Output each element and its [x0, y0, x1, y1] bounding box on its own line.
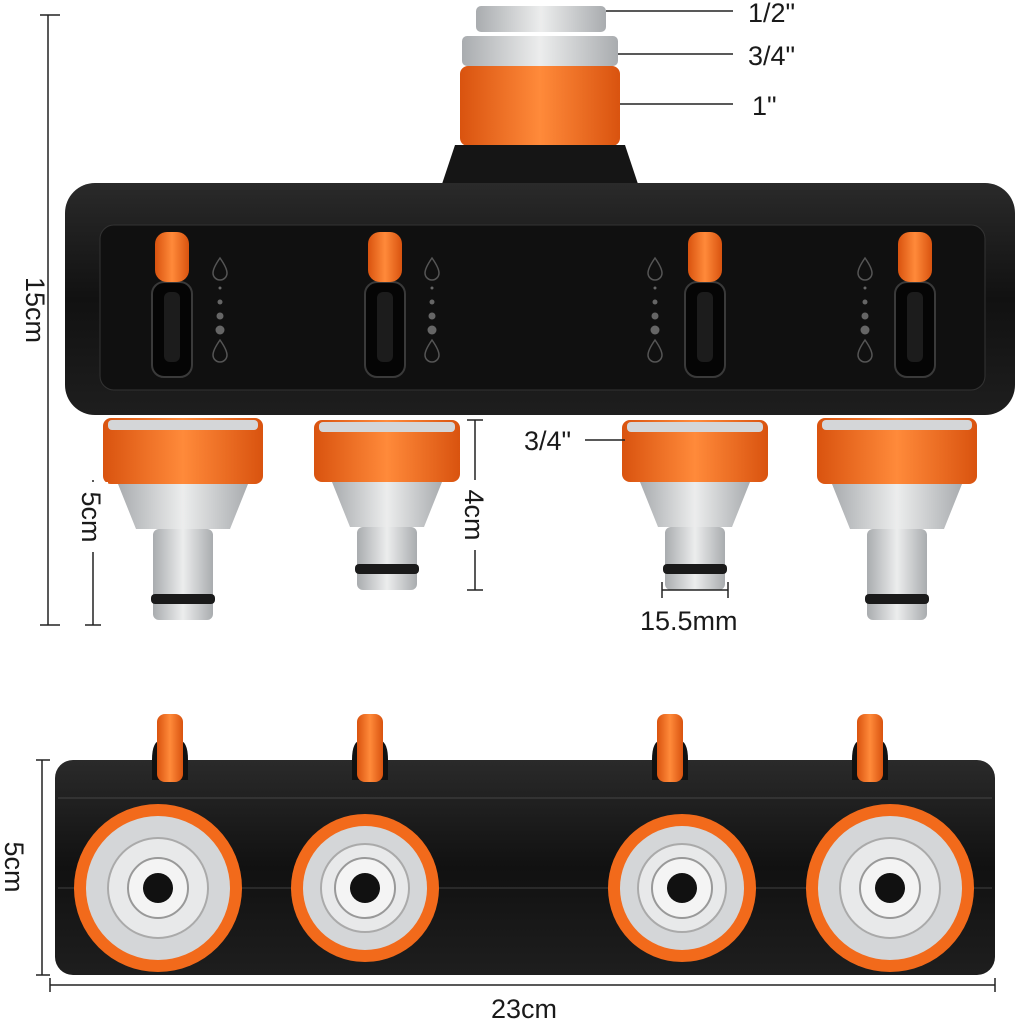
outlet-4	[817, 418, 977, 620]
outlet-nipple	[153, 529, 213, 620]
flow-dot-icon	[216, 312, 224, 320]
outlet-2	[314, 420, 460, 590]
outlet-front-3	[608, 814, 756, 962]
three-quarter-inch-ring	[462, 36, 618, 66]
flow-dot-icon	[862, 299, 868, 305]
valve-4[interactable]	[857, 232, 936, 378]
outlet-orange-ring	[622, 420, 768, 482]
bottom-view	[55, 714, 995, 975]
outlet-grey-body	[640, 482, 750, 527]
outlet-3	[622, 420, 768, 590]
flow-dot-icon	[863, 286, 867, 290]
label-outlet-large-height: 5cm	[76, 491, 106, 542]
label-body-depth: 5cm	[0, 841, 29, 892]
valve-knob	[688, 232, 722, 282]
outlet-orange-ring	[314, 420, 460, 482]
label-body-width: 23cm	[491, 994, 557, 1024]
flow-dot-icon	[430, 286, 434, 290]
valve-3[interactable]	[647, 232, 726, 378]
label-three-quarter-inch: 3/4"	[748, 41, 795, 71]
water-drop-icon	[647, 338, 663, 363]
inlet-neck	[440, 145, 640, 190]
one-inch-ring	[460, 66, 620, 146]
flow-dot-icon	[861, 312, 869, 320]
water-drop-icon	[212, 338, 228, 363]
flow-dot-icon	[218, 286, 222, 290]
water-drop-icon	[424, 338, 440, 363]
outlet-grey-rim	[822, 420, 972, 430]
outlets	[103, 418, 977, 620]
flow-dot-icon	[860, 325, 870, 335]
water-off-icon	[857, 256, 873, 281]
outlet-grey-body	[832, 484, 962, 529]
valve-track	[697, 292, 713, 362]
outlet-grey-body	[332, 482, 442, 527]
outlet-grey-rim	[319, 422, 455, 432]
valve-1[interactable]	[151, 232, 228, 378]
outlet-grey-body	[118, 484, 248, 529]
label-half-inch: 1/2"	[748, 0, 795, 28]
water-off-icon	[212, 256, 228, 281]
outlet-front-1	[74, 804, 242, 972]
dimension-nipple-diameter	[661, 582, 729, 598]
outlet-front-2	[291, 814, 439, 962]
valve-panel	[99, 224, 986, 391]
valve-2[interactable]	[364, 232, 440, 378]
label-nipple-diameter: 15.5mm	[640, 606, 738, 636]
body-front	[55, 760, 995, 975]
label-one-inch: 1"	[752, 91, 777, 121]
outlet-o-ring	[355, 564, 419, 574]
valve-knob	[898, 232, 932, 282]
valve-knob-top	[357, 714, 383, 782]
flow-dot-icon	[428, 312, 436, 320]
valve-track	[164, 292, 180, 362]
dimension-total-height	[40, 14, 60, 626]
outlet-orange-ring	[817, 418, 977, 484]
dimension-body-depth	[2, 759, 50, 976]
valve-track	[377, 292, 393, 362]
flow-dot-icon	[217, 299, 223, 305]
outlet-grey-rim	[627, 422, 763, 432]
outlet-1	[103, 418, 263, 620]
outlet-nipple	[665, 527, 725, 590]
outlet-bore	[350, 873, 380, 903]
valve-knob-top	[657, 714, 683, 782]
flow-dot-icon	[427, 325, 437, 335]
outlet-nipple	[357, 527, 417, 590]
valve-knob	[155, 232, 189, 282]
valve-knob-top	[857, 714, 883, 782]
valves	[151, 232, 936, 378]
outlet-o-ring	[151, 594, 215, 604]
top-inlet	[440, 6, 640, 190]
outlet-o-ring	[865, 594, 929, 604]
dimension-outlet-small-height	[462, 419, 490, 591]
label-outlet-small-height: 4cm	[459, 489, 489, 540]
valve-knob-top	[157, 714, 183, 782]
outlet-grey-rim	[108, 420, 258, 430]
outlet-orange-ring	[103, 418, 263, 484]
outlet-bore	[667, 873, 697, 903]
valve-knob	[368, 232, 402, 282]
outlet-front-4	[806, 804, 974, 972]
half-inch-cap	[476, 6, 606, 32]
water-off-icon	[424, 256, 440, 281]
dimension-outlet-large-height	[80, 480, 108, 626]
outlet-o-ring	[663, 564, 727, 574]
flow-dot-icon	[429, 299, 435, 305]
flow-dot-icon	[653, 286, 657, 290]
water-drop-icon	[857, 338, 873, 363]
water-off-icon	[647, 256, 663, 281]
outlet-bore	[875, 873, 905, 903]
flow-dot-icon	[651, 312, 659, 320]
outlet-bore	[143, 873, 173, 903]
flow-dot-icon	[652, 299, 658, 305]
flow-dot-icon	[650, 325, 660, 335]
outlet-nipple	[867, 529, 927, 620]
label-total-height: 15cm	[20, 277, 50, 343]
dimension-body-width	[49, 978, 996, 992]
label-outlet-thread: 3/4"	[524, 426, 571, 456]
valve-track	[907, 292, 923, 362]
flow-dot-icon	[215, 325, 225, 335]
